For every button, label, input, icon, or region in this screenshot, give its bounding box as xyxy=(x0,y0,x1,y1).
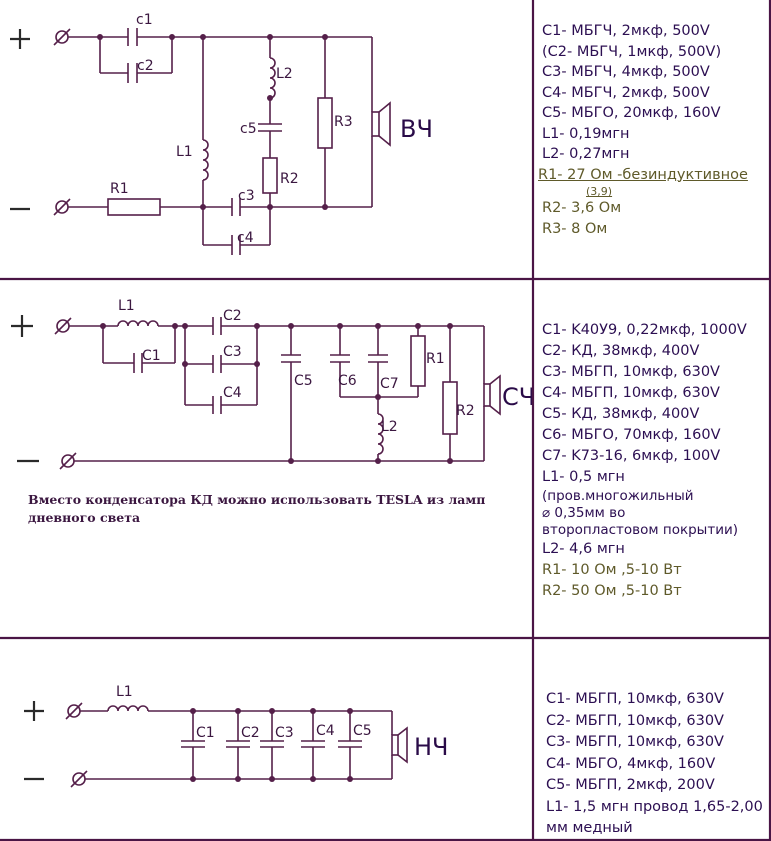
label-c5: C5 xyxy=(353,723,372,739)
spec-line: L1- 1,5 мгн провод 1,65-2,00 xyxy=(546,798,763,815)
spec-line: R3- 8 Ом xyxy=(542,220,608,237)
label-c2: C2 xyxy=(223,308,242,324)
spec-line: (пров.многожильный xyxy=(542,488,694,504)
tweeter-filter-circuit: c1 c2 c3 c4 c5 L1 L2 R1 R2 R3 ВЧ xyxy=(10,12,433,255)
band-label-midrange: СЧ xyxy=(502,383,535,411)
label-c2: c2 xyxy=(137,58,154,74)
label-r2: R2 xyxy=(456,403,475,419)
spec-line: C1- МБГП, 10мкф, 630V xyxy=(546,691,724,707)
label-l1: L1 xyxy=(176,144,193,160)
label-c2: C2 xyxy=(241,725,260,741)
spec-line: R2- 50 Ом ,5-10 Вт xyxy=(542,583,682,599)
band-label-tweeter: ВЧ xyxy=(400,115,433,143)
spec-line: L1- 0,19мгн xyxy=(542,125,630,142)
spec-line: C4- МБГЧ, 2мкф, 500V xyxy=(542,84,710,101)
spec-line: ⌀ 0,35мм во xyxy=(542,505,626,521)
spec-line: R1- 27 Ом -безиндуктивное xyxy=(538,166,748,183)
spec-line: L2- 0,27мгн xyxy=(542,146,630,162)
label-c1: C1 xyxy=(142,348,161,364)
spec-line: C4- МБГП, 10мкф, 630V xyxy=(542,385,720,401)
spec-line: (3,9) xyxy=(586,185,613,198)
spec-line: C6- МБГО, 70мкф, 160V xyxy=(542,427,721,443)
label-c1: C1 xyxy=(196,725,215,741)
midrange-parts-list: C1- K40У9, 0,22мкф, 1000V C2- КД, 38мкф,… xyxy=(542,320,747,602)
label-r2: R2 xyxy=(280,171,299,187)
spec-line: C7- K73-16, 6мкф, 100V xyxy=(542,448,721,464)
label-r1: R1 xyxy=(426,351,445,367)
spec-line: L1- 0,5 мгн xyxy=(542,469,625,485)
spec-line: C1- МБГЧ, 2мкф, 500V xyxy=(542,23,710,39)
label-r3: R3 xyxy=(334,114,353,130)
label-c5: c5 xyxy=(240,121,257,137)
substitution-note: Вместо конденсатора КД можно использоват… xyxy=(28,492,486,525)
spec-line: R2- 3,6 Ом xyxy=(542,200,622,216)
spec-line: C2- КД, 38мкф, 400V xyxy=(542,343,700,359)
spec-line: C3- МБГП, 10мкф, 630V xyxy=(542,364,720,380)
label-c3: C3 xyxy=(223,344,242,360)
band-label-woofer: НЧ xyxy=(414,733,449,761)
spec-line: C5- МБГО, 20мкф, 160V xyxy=(542,105,721,121)
woofer-parts-list: C1- МБГП, 10мкф, 630V C2- МБГП, 10мкф, 6… xyxy=(546,689,763,840)
spec-line: C1- K40У9, 0,22мкф, 1000V xyxy=(542,322,747,338)
spec-line: L2- 4,6 мгн xyxy=(542,541,625,557)
midrange-filter-circuit: L1 C1 C2 C3 C4 C5 C6 C7 L2 R1 R2 СЧ xyxy=(11,298,535,470)
spec-line: R1- 10 Ом ,5-10 Вт xyxy=(542,562,682,578)
label-c4: C4 xyxy=(316,723,335,739)
label-c1: c1 xyxy=(136,12,153,28)
spec-line: мм медный xyxy=(546,820,633,836)
spec-line: C3- МБГЧ, 4мкф, 500V xyxy=(542,64,710,80)
label-c4: c4 xyxy=(237,230,254,246)
label-l1: L1 xyxy=(116,684,133,700)
spec-line: C5- МБГП, 2мкф, 200V xyxy=(546,777,715,793)
label-c3: c3 xyxy=(238,188,255,204)
woofer-filter-circuit: L1 C1 C2 C3 C4 C5 НЧ xyxy=(24,684,449,788)
spec-line: C5- КД, 38мкф, 400V xyxy=(542,406,700,422)
spec-line: C2- МБГП, 10мкф, 630V xyxy=(546,712,724,729)
spec-line: C3- МБГП, 10мкф, 630V xyxy=(546,734,724,750)
spec-line: (С2- МБГЧ, 1мкф, 500V) xyxy=(542,43,722,60)
tweeter-parts-list: C1- МБГЧ, 2мкф, 500V (С2- МБГЧ, 1мкф, 50… xyxy=(538,21,748,239)
label-l2: L2 xyxy=(381,419,398,435)
label-l1: L1 xyxy=(118,298,135,314)
label-r1: R1 xyxy=(110,181,129,197)
label-c5: C5 xyxy=(294,373,313,389)
label-c7: C7 xyxy=(380,376,399,392)
label-c6: C6 xyxy=(338,373,357,389)
label-c4: C4 xyxy=(223,385,242,401)
spec-line: второпластовом покрытии) xyxy=(542,522,739,538)
spec-line: C4- МБГО, 4мкф, 160V xyxy=(546,755,716,772)
label-l2: L2 xyxy=(276,66,293,82)
label-c3: C3 xyxy=(275,725,294,741)
